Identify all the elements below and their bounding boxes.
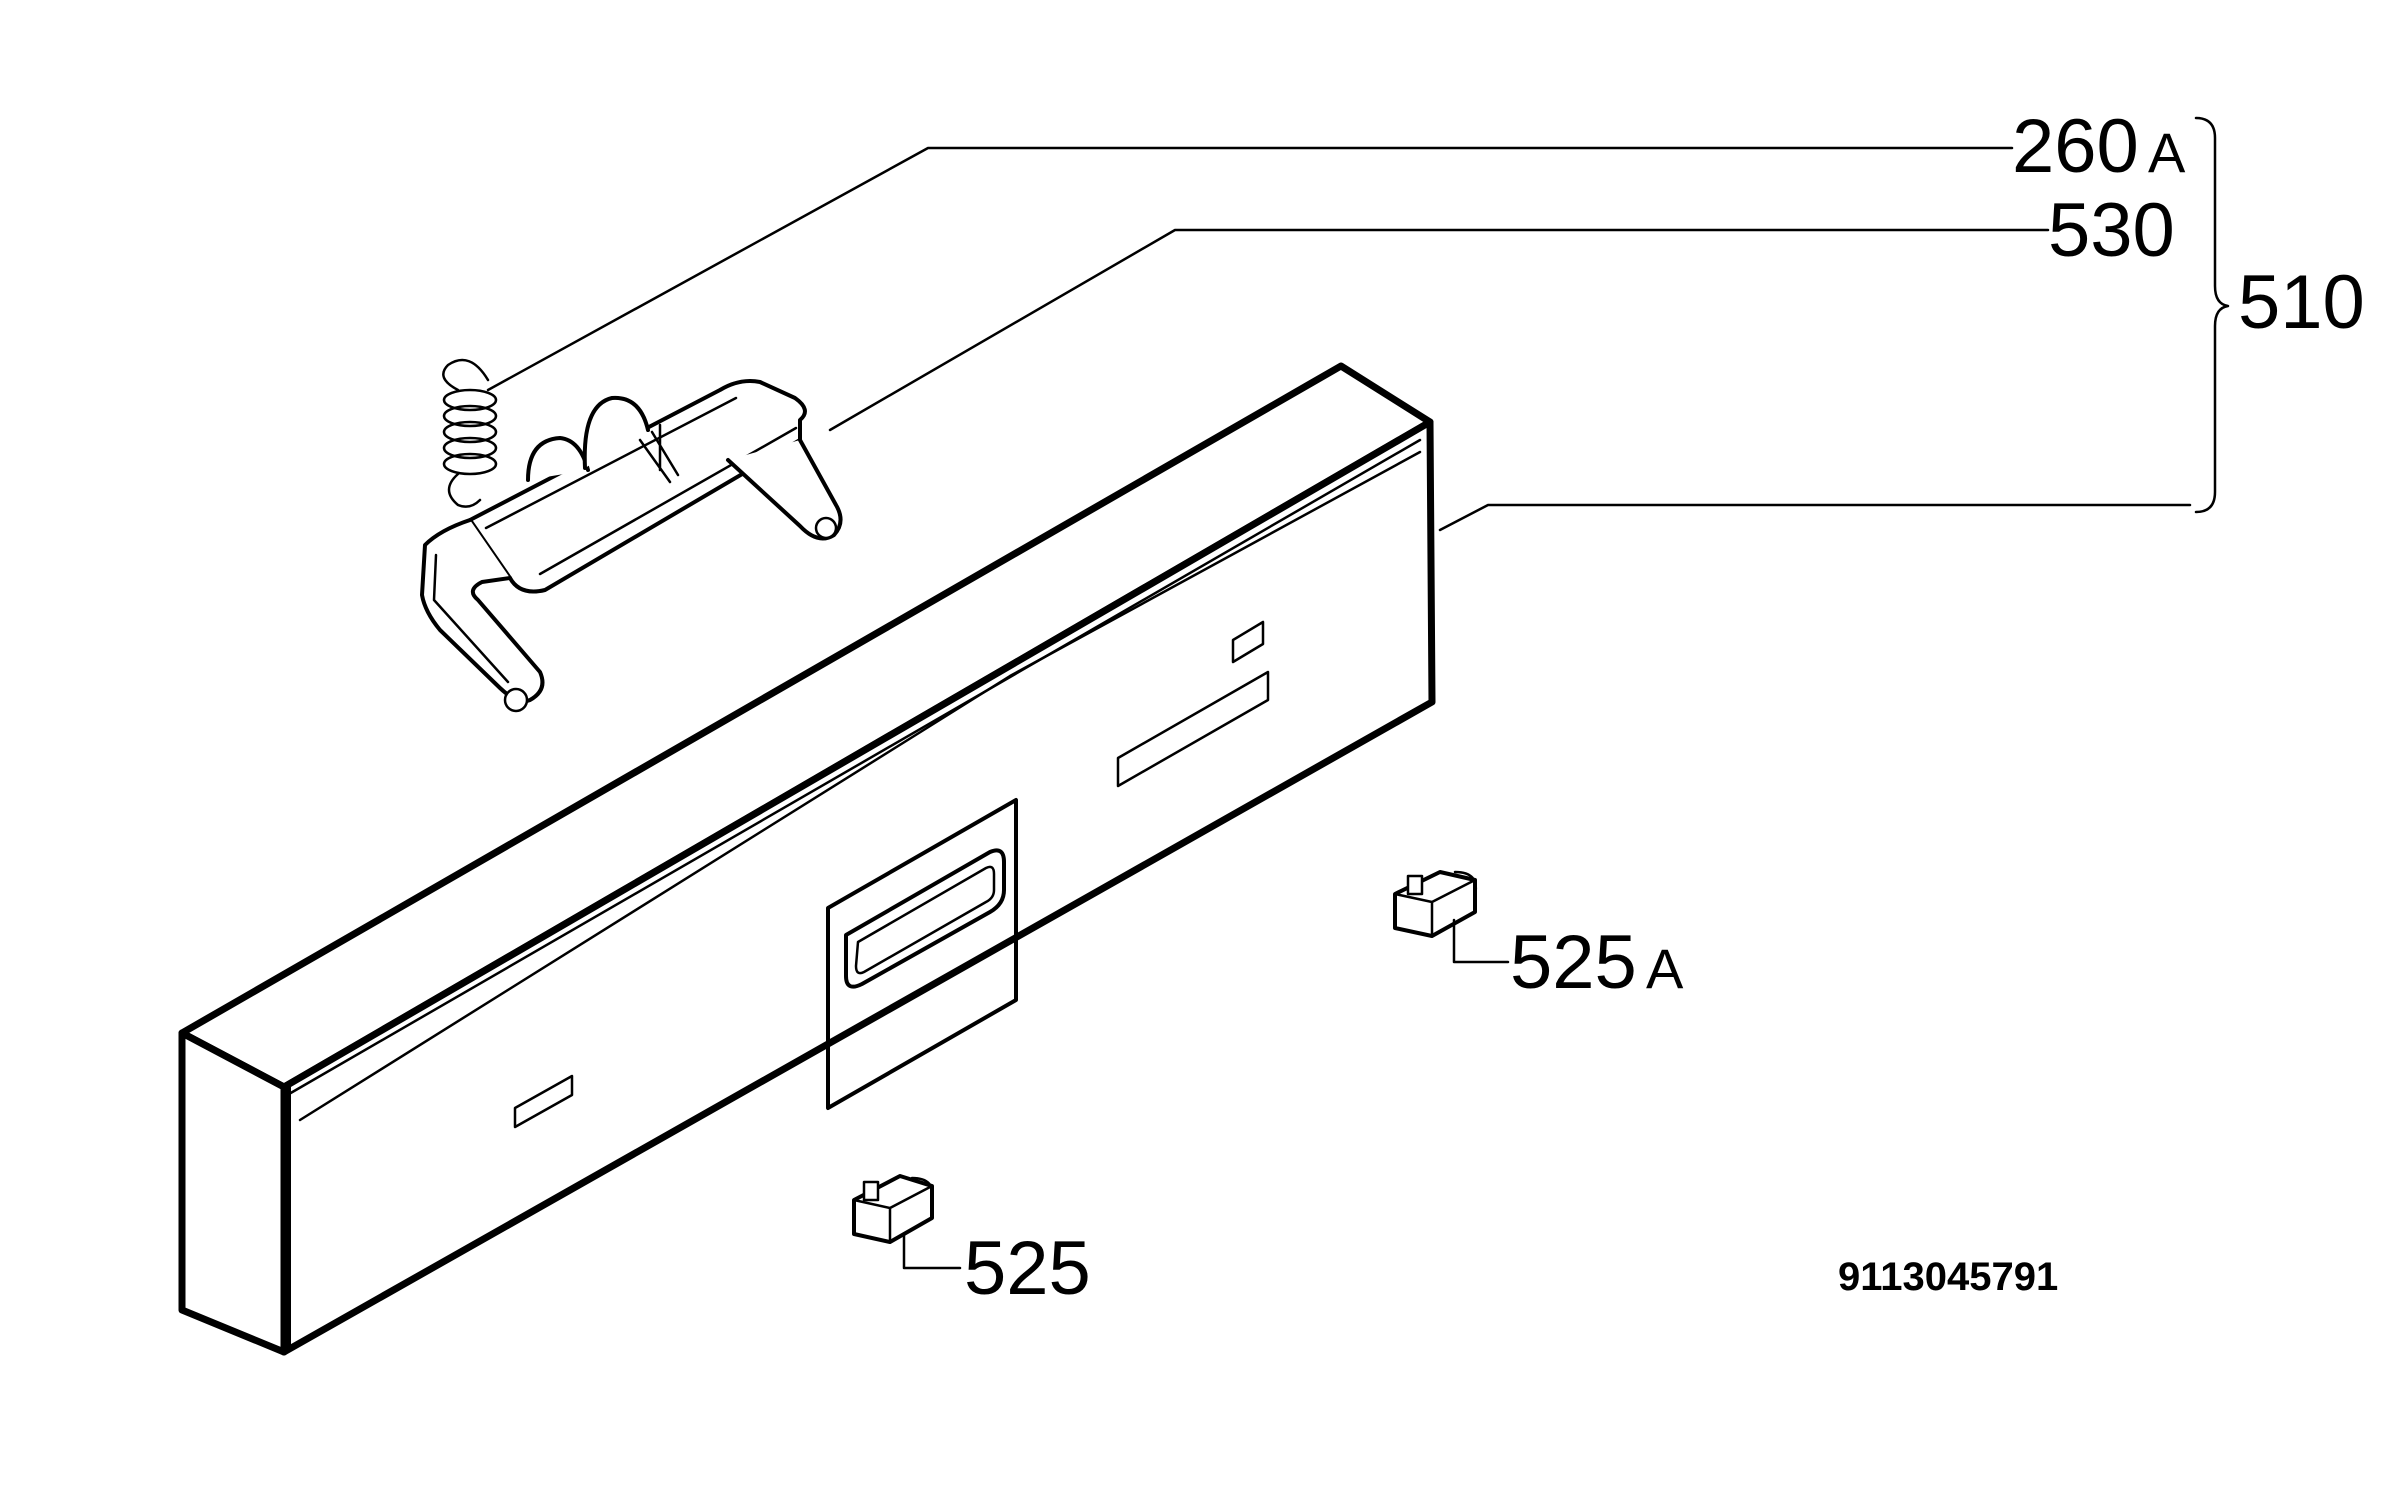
label-525: 525 <box>964 1226 1091 1311</box>
label-260a: 260 <box>2012 104 2139 189</box>
leader-lines <box>486 116 2230 1270</box>
door-lever <box>420 379 843 713</box>
button-525a <box>1393 870 1478 938</box>
drawing-code: 9113045791 <box>1838 1255 2058 1299</box>
label-260a-suffix: A <box>2148 121 2186 184</box>
label-525a: 525 <box>1510 920 1637 1005</box>
panel-handle-recess <box>826 798 1018 1110</box>
label-510: 510 <box>2238 260 2365 345</box>
spring <box>442 358 498 508</box>
label-525a-suffix: A <box>1646 937 1684 1000</box>
control-panel <box>178 362 1436 1356</box>
label-530: 530 <box>2048 188 2175 273</box>
button-525 <box>852 1174 934 1244</box>
